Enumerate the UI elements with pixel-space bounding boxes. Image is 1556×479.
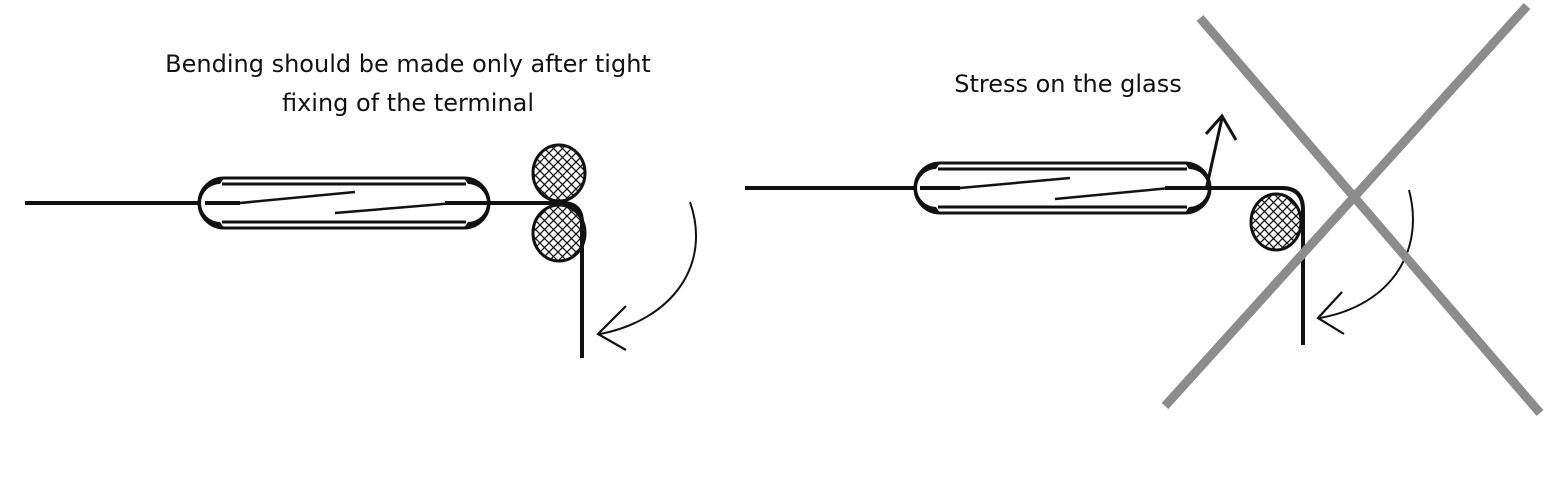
caption-line-1: Bending should be made only after tight bbox=[165, 50, 651, 78]
reed-contacts bbox=[920, 176, 1171, 201]
caption-line-2: fixing of the terminal bbox=[281, 89, 535, 117]
reed-switch-glass-body bbox=[913, 161, 1212, 215]
correct-bending-caption: Bending should be made only after tight … bbox=[130, 45, 686, 123]
bent-terminal-lead bbox=[1165, 186, 1305, 345]
arrow-up-right-icon bbox=[1204, 113, 1238, 191]
curved-arrow-icon bbox=[1316, 189, 1414, 335]
curved-arrow-icon bbox=[596, 201, 697, 351]
cross-x-icon bbox=[1161, 2, 1544, 416]
hatched-circle-icon bbox=[1249, 192, 1303, 252]
reed-contacts bbox=[205, 190, 490, 215]
reed-switch-glass-body bbox=[197, 176, 491, 230]
caption-stress-label: Stress on the glass bbox=[954, 70, 1182, 98]
incorrect-bending-diagram bbox=[745, 2, 1544, 416]
hatched-circle-icon bbox=[531, 143, 587, 203]
correct-bending-diagram bbox=[25, 143, 697, 358]
stress-caption: Stress on the glass bbox=[950, 65, 1186, 104]
hatched-circle-icon bbox=[531, 203, 587, 263]
